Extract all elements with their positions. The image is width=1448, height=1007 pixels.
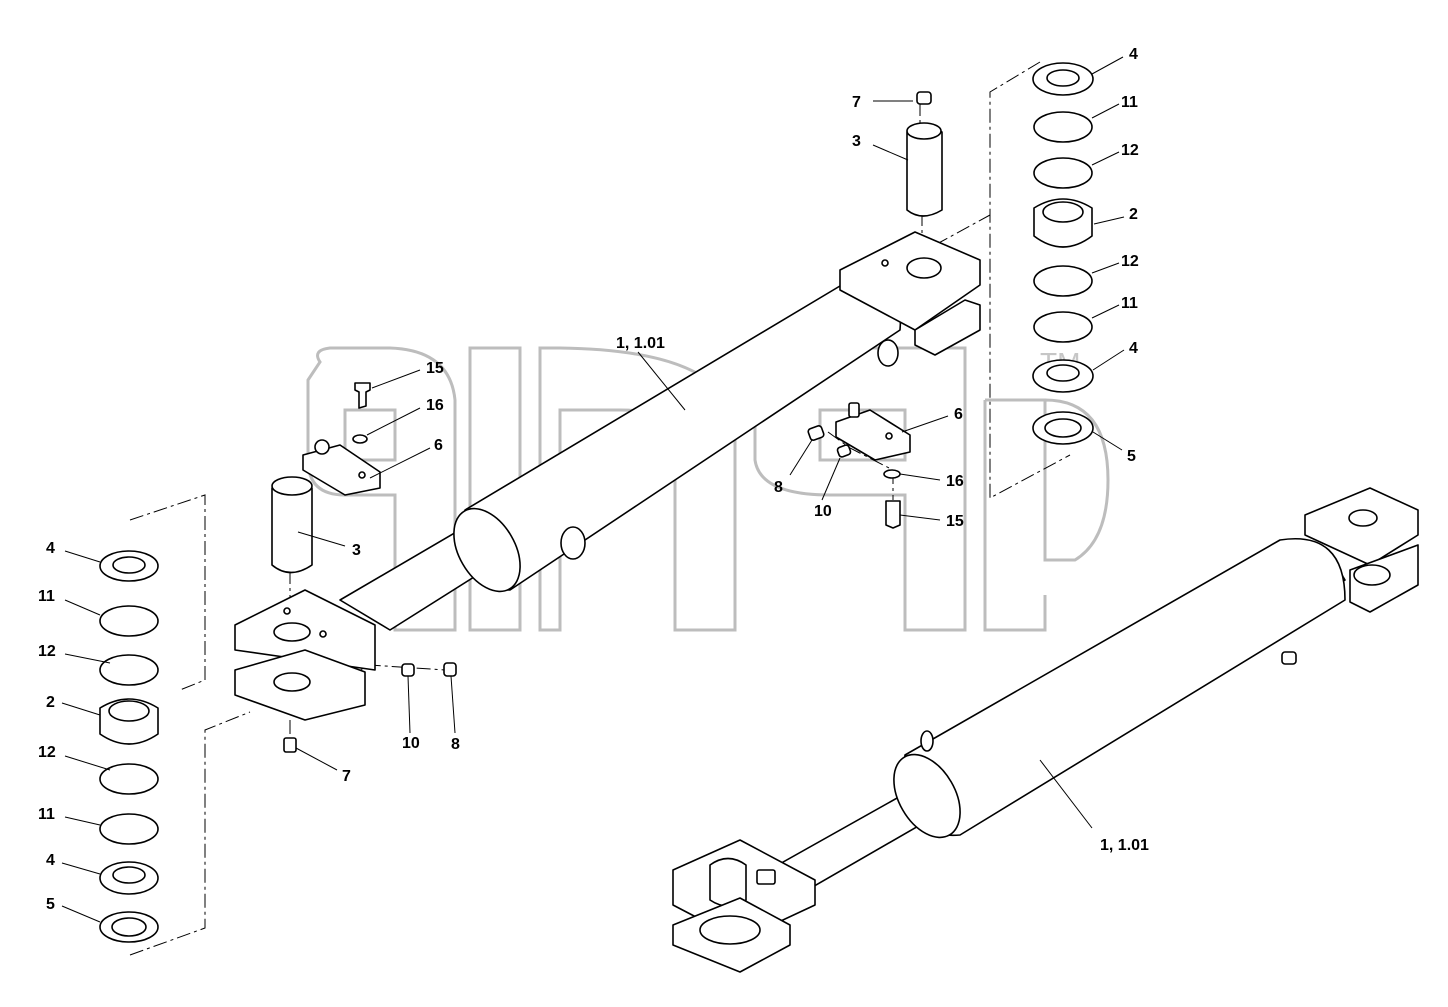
label-left-washer: 16 [426,397,444,414]
left-clevis-hole-top [273,622,311,642]
label-top-pin: 3 [852,133,861,150]
label-left-plate: 6 [434,437,443,454]
label-left-bolt: 15 [426,360,444,377]
bottom-grease-nipple [283,737,297,753]
left-clevis-hole-bottom [273,672,311,692]
top-ring-11b [1033,311,1093,343]
top-ring-4b-inner [1046,364,1080,382]
left-ring-12a [99,654,159,686]
assembled-front-bearing [699,915,761,945]
label-top-bearing: 2 [1129,206,1138,223]
assembled-cylinder-port [920,730,934,752]
left-bolt [354,382,371,409]
assembled-front-pin [709,857,747,907]
right-bolt [885,500,901,529]
left-pin-end [271,476,313,496]
label-left-pin: 3 [352,542,361,559]
upper-cylinder-port-rear [877,339,899,367]
left-clevis-grease-hole [283,607,291,615]
top-pin-group [906,91,943,217]
assembled-cylinder [672,487,1419,973]
label-main-cylinder: 1, 1.01 [616,335,665,352]
assembled-front-plate-bolt [756,869,776,885]
left-ring-5-inner [111,917,147,937]
label-top-ring-11b: 11 [1121,295,1138,312]
label-top-ring-11a: 11 [1121,94,1138,111]
left-ring-12b [99,763,159,795]
assembled-rear-clevis-pin [1348,509,1378,527]
label-bottom-fitting-8: 8 [451,736,460,753]
label-bl-ring-11a: 11 [38,588,55,605]
upper-cylinder-barrel [461,277,902,591]
right-washer [883,469,901,479]
label-right-fitting-8: 8 [774,479,783,496]
left-ring-4a-inner [112,556,146,574]
label-assembled-cylinder: 1, 1.01 [1100,837,1149,854]
label-top-ring-4a: 4 [1129,46,1138,63]
left-clevis [234,589,376,721]
top-ring-4a-inner [1046,69,1080,87]
upper-clevis-grease-hole [881,259,889,267]
right-fitting-8 [807,425,825,441]
upper-cylinder [339,231,981,631]
label-top-ring-12a: 12 [1121,142,1139,159]
bottom-fitting-8 [443,662,457,677]
top-ring-12a [1033,157,1093,189]
right-plate-hole [885,432,893,440]
top-bearing-inner [1042,201,1084,223]
left-ring-11a [99,605,159,637]
leader-lines [61,56,1125,923]
right-plate [835,409,911,461]
upper-clevis-lower-ear [914,299,981,356]
label-bl-ring-12a: 12 [38,643,56,660]
right-hardware [807,402,911,529]
label-right-bolt: 15 [946,513,964,530]
bottom-fittings [283,662,457,753]
upper-cylinder-port [560,526,586,560]
top-ring-11a [1033,111,1093,143]
label-top-ring-12b: 12 [1121,253,1139,270]
assembled-cylinder-fitting [1281,651,1297,665]
assembled-cylinder-barrel [902,538,1346,837]
label-bottom-fitting-10: 10 [402,735,420,752]
label-top-ring-4b: 4 [1129,340,1138,357]
label-bl-ring-4a: 4 [46,540,55,557]
left-clevis-bolt-hole [319,630,327,638]
assembled-rear-bearing [1353,564,1391,586]
top-pin-end [906,122,942,140]
upper-clevis [839,231,981,331]
top-ring-12b [1033,265,1093,297]
label-bl-ring-5: 5 [46,896,55,913]
top-grease-nipple [916,91,932,105]
left-hardware [271,382,381,574]
label-right-washer: 16 [946,473,964,490]
left-plate-hole [358,471,366,479]
label-bl-ring-12b: 12 [38,744,56,761]
left-ring-11b [99,813,159,845]
left-washer [352,434,368,444]
label-top-pin-cap: 7 [852,94,861,111]
assembled-cylinder-end [893,753,961,839]
top-ring-5-inner [1044,418,1082,438]
bottom-fitting-10 [401,663,415,677]
label-right-plate: 6 [954,406,963,423]
label-right-fitting-10: 10 [814,503,832,520]
upper-clevis-hole [906,257,942,279]
left-ring-stack [99,550,159,943]
left-plate [302,444,381,496]
upper-cylinder-end [453,507,521,593]
label-bl-bearing: 2 [46,694,55,711]
right-plate-stud [848,402,860,418]
label-bottom-pin-cap: 7 [342,768,351,785]
right-fitting-10 [836,444,852,458]
callouts: 7 3 4 11 12 2 12 11 4 5 15 16 6 3 1, 1.0… [38,46,1149,913]
left-ring-4b-inner [112,866,146,884]
label-bl-ring-11b: 11 [38,806,55,823]
top-ring-stack [1032,62,1094,445]
label-bl-ring-4b: 4 [46,852,55,869]
left-plate-stud [314,439,330,455]
label-top-ring-5: 5 [1127,448,1136,465]
left-bearing-inner [108,700,150,722]
